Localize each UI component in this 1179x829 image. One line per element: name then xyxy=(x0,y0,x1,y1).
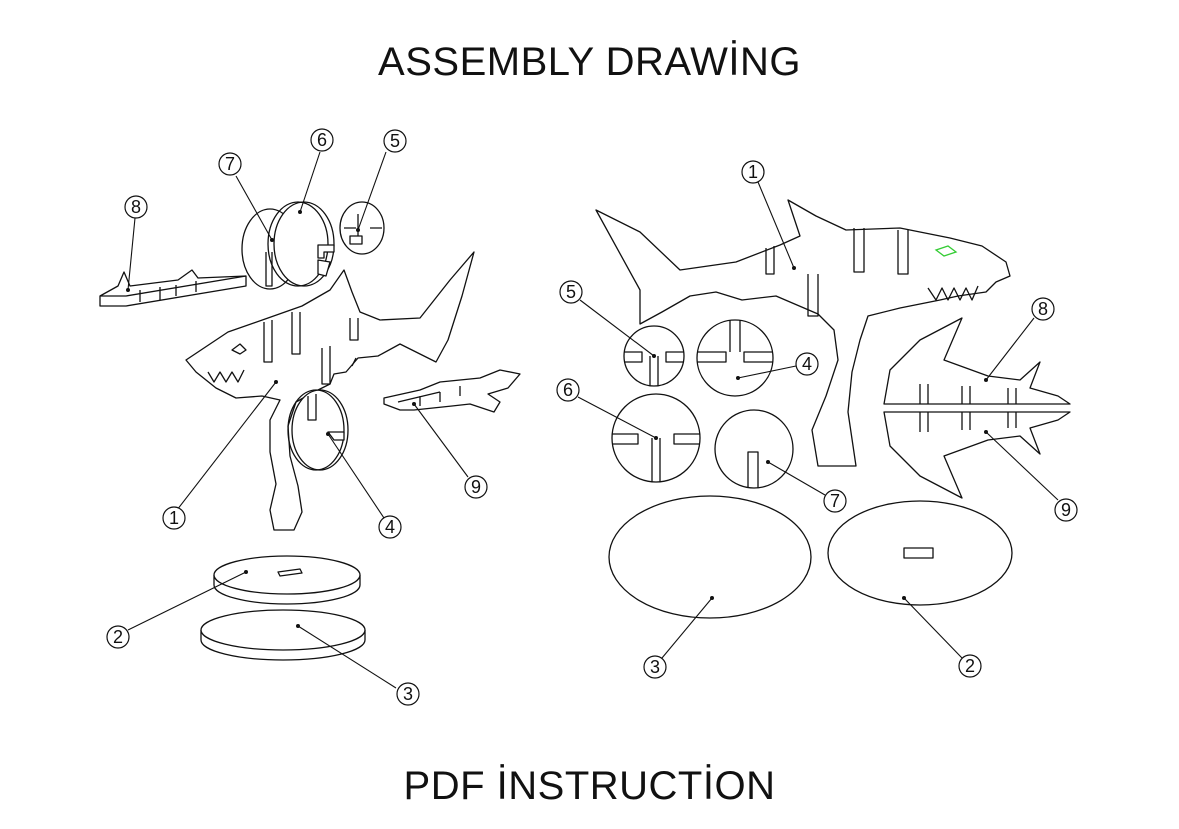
exploded-callout-5: 5 xyxy=(383,129,407,153)
layout-callout-4: 4 xyxy=(795,352,819,376)
footer-title: PDF İNSTRUCTİON xyxy=(403,764,776,808)
layout-leaders xyxy=(577,181,1059,659)
exploded-callout-7: 7 xyxy=(218,152,242,176)
svg-text:5: 5 xyxy=(566,282,576,302)
exploded-callout-3: 3 xyxy=(396,682,420,706)
layout-callout-7: 7 xyxy=(823,489,847,513)
exploded-callout-1: 1 xyxy=(162,506,186,530)
svg-text:9: 9 xyxy=(471,477,481,497)
exploded-callout-2: 2 xyxy=(106,625,130,649)
svg-text:8: 8 xyxy=(131,197,141,217)
exploded-part-2 xyxy=(213,555,361,605)
exploded-callout-4: 4 xyxy=(378,515,402,539)
svg-text:3: 3 xyxy=(650,657,660,677)
svg-text:6: 6 xyxy=(563,380,573,400)
svg-text:7: 7 xyxy=(830,491,840,511)
exploded-part-9 xyxy=(383,369,521,413)
exploded-part-4 xyxy=(287,389,349,471)
exploded-leaders xyxy=(126,151,469,689)
svg-text:4: 4 xyxy=(802,354,812,374)
svg-text:1: 1 xyxy=(169,508,179,528)
svg-text:5: 5 xyxy=(390,131,400,151)
exploded-callout-6: 6 xyxy=(310,128,334,152)
svg-text:9: 9 xyxy=(1061,500,1071,520)
exploded-part-8 xyxy=(99,269,247,307)
layout-part-3 xyxy=(608,495,812,619)
exploded-callout-9: 9 xyxy=(464,475,488,499)
exploded-part-3 xyxy=(200,609,366,661)
svg-text:3: 3 xyxy=(403,684,413,704)
layout-callout-1: 1 xyxy=(741,160,765,184)
svg-text:1: 1 xyxy=(748,162,758,182)
exploded-part-1 xyxy=(185,251,475,531)
layout-callout-2: 2 xyxy=(958,654,982,678)
layout-callout-5: 5 xyxy=(559,280,583,304)
svg-text:4: 4 xyxy=(385,517,395,537)
layout-callout-9: 9 xyxy=(1054,498,1078,522)
svg-text:8: 8 xyxy=(1038,299,1048,319)
layout-part-7 xyxy=(714,409,794,489)
parts-layout: 1 2 3 4 5 6 7 8 9 xyxy=(556,160,1078,679)
layout-callout-8: 8 xyxy=(1031,297,1055,321)
page-title: ASSEMBLY DRAWİNG xyxy=(378,40,801,84)
exploded-callout-8: 8 xyxy=(124,195,148,219)
layout-callout-6: 6 xyxy=(556,378,580,402)
layout-part-4 xyxy=(696,319,774,397)
layout-callout-3: 3 xyxy=(643,655,667,679)
layout-part-1 xyxy=(595,199,1011,467)
exploded-part-5 xyxy=(339,201,385,255)
svg-text:2: 2 xyxy=(965,656,975,676)
layout-callouts: 1 2 3 4 5 6 7 8 9 xyxy=(556,160,1078,679)
svg-text:6: 6 xyxy=(317,130,327,150)
layout-part-9 xyxy=(883,411,1071,499)
svg-text:2: 2 xyxy=(113,627,123,647)
exploded-part-6 xyxy=(267,201,335,287)
svg-text:7: 7 xyxy=(225,154,235,174)
layout-part-8 xyxy=(883,317,1071,405)
exploded-callouts: 1 2 3 4 5 6 7 8 9 xyxy=(106,128,488,706)
layout-part-2 xyxy=(827,500,1013,606)
exploded-view: 1 2 3 4 5 6 7 8 9 xyxy=(99,128,521,706)
